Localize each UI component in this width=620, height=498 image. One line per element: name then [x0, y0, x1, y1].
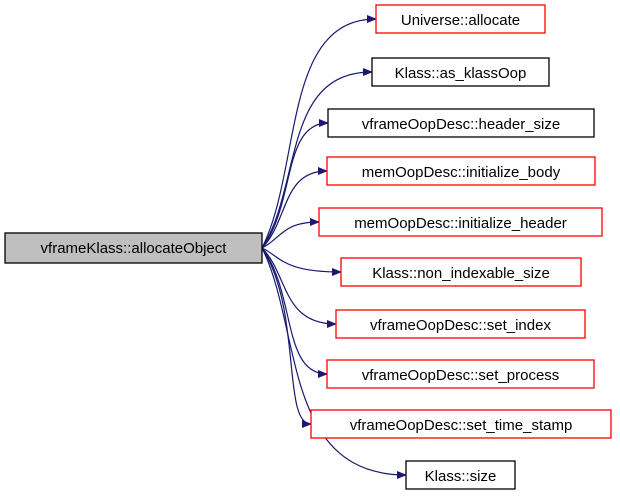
- call-edge: [261, 247, 342, 276]
- call-edge: [261, 218, 320, 249]
- call-edges: [261, 15, 407, 479]
- call-edge: [261, 167, 328, 249]
- root-node[interactable]: vframeKlass::allocateObject: [4, 232, 263, 264]
- callee-node-klass-size[interactable]: Klass::size: [405, 460, 516, 490]
- callee-nodes: Universe::allocate Klass::as_klassOop vf…: [310, 4, 612, 490]
- call-edge: [261, 247, 312, 428]
- callee-node-label: Klass::size: [425, 468, 497, 485]
- call-edge: [261, 247, 337, 328]
- callee-node-universe-allocate[interactable]: Universe::allocate: [375, 4, 546, 34]
- callee-node-label: vframeOopDesc::set_process: [362, 367, 560, 384]
- callee-node-vframeoopdesc-set-index[interactable]: vframeOopDesc::set_index: [335, 309, 586, 339]
- call-edge: [261, 119, 329, 249]
- callee-node-vframeoopdesc-set-time-stamp[interactable]: vframeOopDesc::set_time_stamp: [310, 409, 612, 439]
- callee-node-memoopdesc-initialize-body[interactable]: memOopDesc::initialize_body: [326, 156, 596, 186]
- callee-node-label: vframeOopDesc::header_size: [362, 116, 560, 133]
- callee-node-vframeoopdesc-set-process[interactable]: vframeOopDesc::set_process: [326, 359, 595, 389]
- callee-node-klass-non-indexable-size[interactable]: Klass::non_indexable_size: [340, 257, 582, 287]
- callee-node-klass-as-klassoop[interactable]: Klass::as_klassOop: [371, 57, 550, 87]
- call-edge: [261, 15, 377, 249]
- callee-node-label: vframeOopDesc::set_time_stamp: [350, 417, 573, 434]
- call-edge: [261, 247, 328, 378]
- callee-node-label: Universe::allocate: [401, 12, 520, 29]
- call-edge: [261, 68, 373, 249]
- call-edge: [261, 247, 407, 479]
- callee-node-vframeoopdesc-header-size[interactable]: vframeOopDesc::header_size: [327, 108, 595, 138]
- callee-node-label: Klass::non_indexable_size: [372, 265, 550, 282]
- callee-node-label: memOopDesc::initialize_header: [354, 215, 567, 232]
- callee-node-label: vframeOopDesc::set_index: [370, 317, 551, 334]
- callee-node-label: Klass::as_klassOop: [395, 65, 527, 82]
- callee-node-label: memOopDesc::initialize_body: [362, 164, 561, 181]
- callee-node-memoopdesc-initialize-header[interactable]: memOopDesc::initialize_header: [318, 207, 603, 237]
- root-node-label: vframeKlass::allocateObject: [41, 240, 228, 257]
